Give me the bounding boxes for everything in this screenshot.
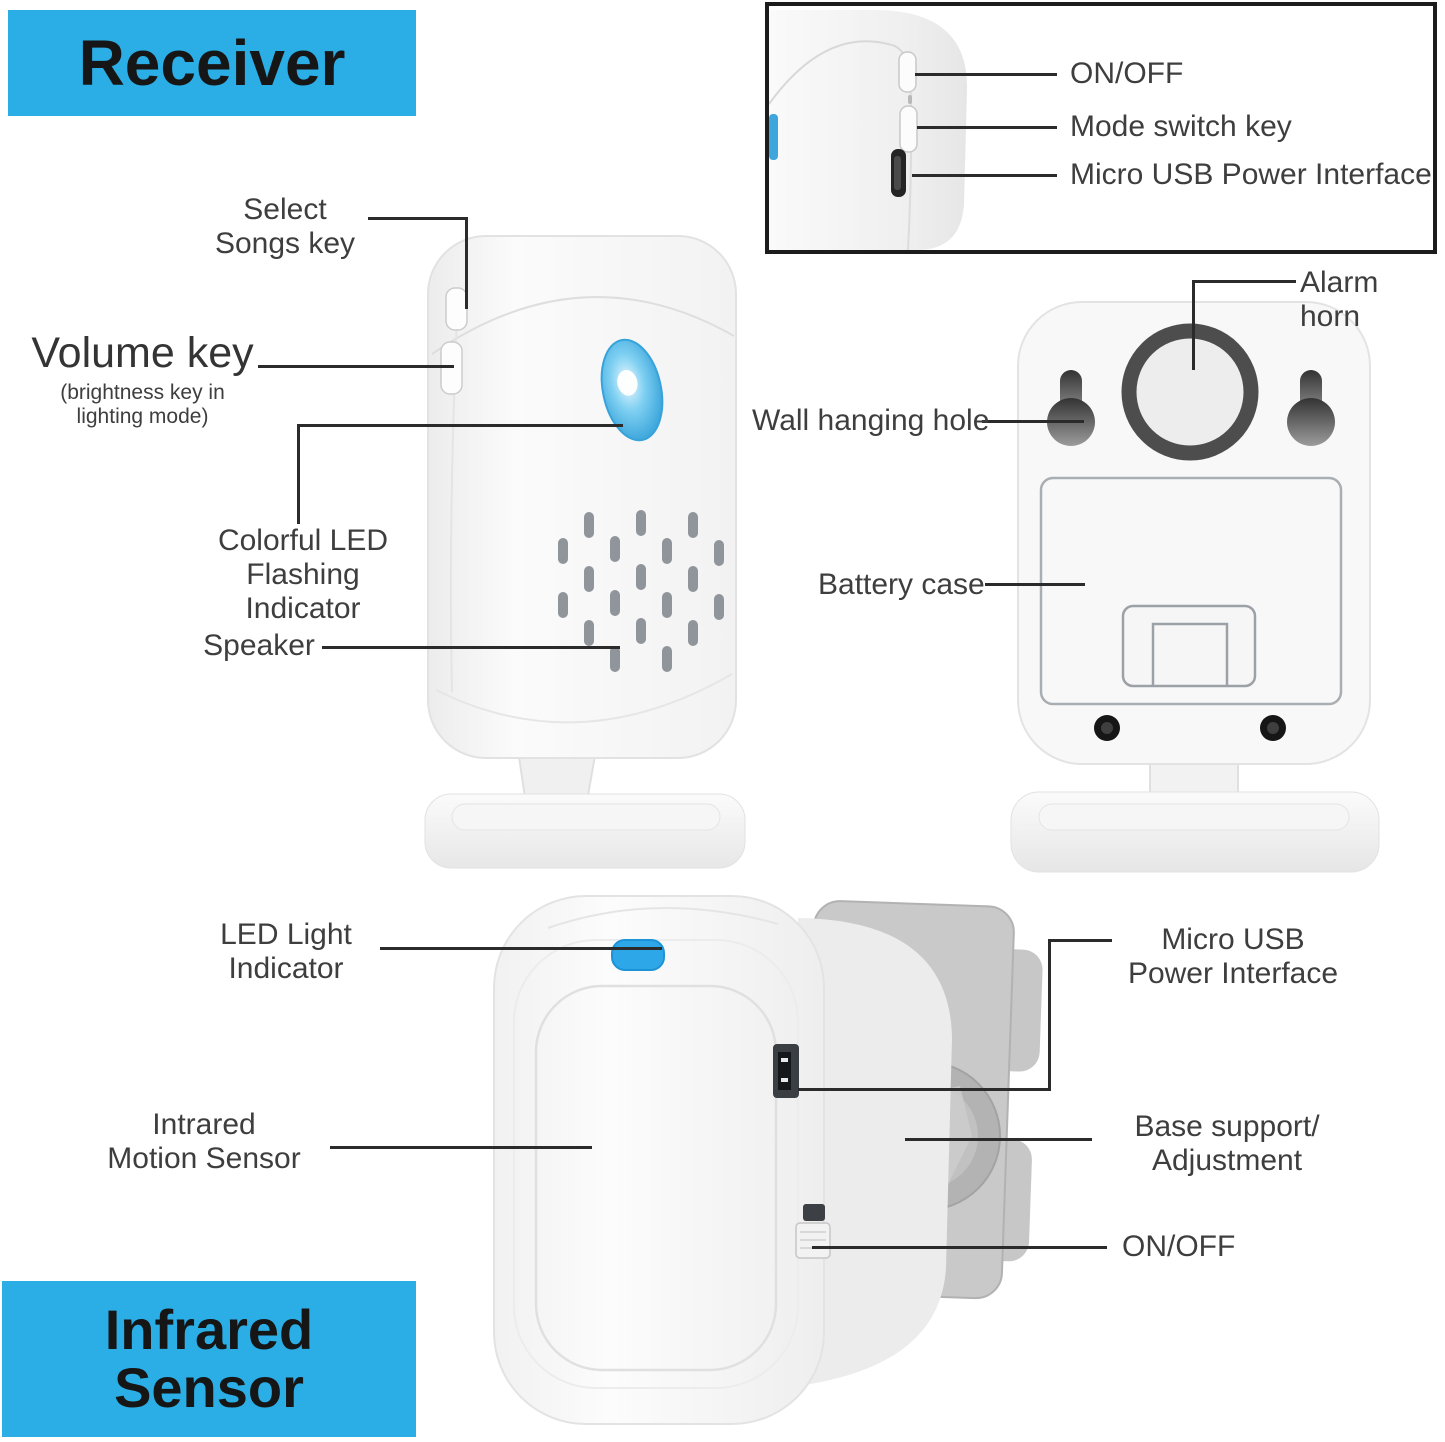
receiver-front-bottom-seam: [435, 673, 733, 724]
label-led-light-indicator: LED Light Indicator: [220, 918, 352, 985]
side-view-led-edge: [769, 114, 778, 160]
sensor-inner-seam: [534, 984, 778, 1372]
infrared-sensor-illustration: [493, 895, 1043, 1425]
pointer-line-usb-sensor-h1: [1048, 939, 1112, 942]
receiver-heading: Receiver: [8, 10, 416, 116]
pointer-line-alarm-horn-v: [1192, 280, 1195, 370]
pointer-line-select-songs-v: [465, 217, 468, 309]
label-motion-sensor: Intrared Motion Sensor: [107, 1108, 301, 1175]
side-view-usb-slot: [894, 156, 901, 190]
label-select-songs-key: Select Songs key: [214, 193, 356, 260]
pointer-line-onoff-sensor: [812, 1246, 1107, 1249]
label-mode-switch: Mode switch key: [1070, 110, 1292, 143]
infrared-heading-line1: Infrared: [104, 1297, 314, 1361]
label-onoff-sensor: ON/OFF: [1122, 1230, 1236, 1263]
select-songs-key: [445, 287, 468, 331]
pointer-line-usb-sensor-v: [1048, 939, 1051, 1091]
stand-tab: [1121, 604, 1257, 688]
pointer-line-mode-switch: [917, 126, 1057, 129]
label-battery-case: Battery case: [818, 568, 985, 601]
label-base-support: Base support/ Adjustment: [1134, 1110, 1320, 1177]
side-view-mode-button: [899, 105, 918, 153]
side-view-body: [769, 10, 968, 250]
sensor-crest-seam: [547, 907, 779, 929]
pointer-line-alarm-horn-h: [1192, 280, 1296, 283]
volume-key: [440, 341, 463, 395]
pointer-line-speaker: [322, 646, 620, 649]
sensor-led-indicator: [611, 939, 665, 971]
colorful-led-indicator: [600, 338, 664, 442]
pointer-line-motion-sensor: [330, 1146, 592, 1149]
battery-case-outline: [1039, 476, 1343, 706]
label-onoff-inset: ON/OFF: [1070, 57, 1184, 90]
stand-tab-cutout: [1151, 622, 1229, 686]
infrared-sensor-heading: Infrared Sensor: [2, 1281, 416, 1437]
pointer-line-volume-key: [258, 365, 454, 368]
sensor-usb-port: [773, 1044, 799, 1098]
alarm-horn: [1121, 323, 1259, 461]
receiver-front-body: [427, 235, 737, 759]
pointer-line-colorful-led-v: [297, 424, 300, 524]
receiver-heading-text: Receiver: [78, 26, 346, 99]
label-micro-usb-sensor: Micro USB Power Interface: [1127, 923, 1339, 990]
receiver-front-top-seam: [431, 296, 735, 355]
label-colorful-led: Colorful LED Flashing Indicator: [217, 524, 389, 625]
pointer-line-battery-case: [985, 583, 1085, 586]
label-alarm-horn: Alarm horn: [1300, 266, 1379, 333]
pointer-line-wall-hole: [982, 420, 1084, 423]
pointer-line-micro-usb-inset: [912, 174, 1057, 177]
screw-left: [1094, 715, 1120, 741]
sensor-front-body: [493, 895, 825, 1425]
pointer-line-led-light: [380, 947, 662, 950]
label-speaker: Speaker: [203, 629, 315, 662]
sensor-side-face: [798, 918, 952, 1386]
label-wall-hanging-hole: Wall hanging hole: [752, 404, 990, 437]
wall-hanging-hole-right: [1287, 370, 1335, 446]
pointer-line-colorful-led-h: [297, 424, 623, 427]
label-volume-key: Volume key (brightness key in lighting m…: [31, 329, 254, 428]
side-view-inset-panel: [765, 2, 1437, 254]
side-view-onoff-button: [898, 51, 917, 93]
infrared-heading-line2: Sensor: [114, 1356, 304, 1419]
receiver-back-illustration: [1010, 301, 1380, 873]
receiver-front-illustration: [424, 235, 746, 869]
pointer-line-base-support: [905, 1138, 1092, 1141]
receiver-stand-base-top: [451, 803, 721, 831]
sensor-power-switch: [795, 1204, 831, 1259]
screw-right: [1260, 715, 1286, 741]
label-micro-usb-inset: Micro USB Power Interface: [1070, 158, 1432, 191]
pointer-line-onoff-inset: [915, 73, 1057, 76]
speaker-grille: [558, 510, 724, 672]
side-view-divider-dot: [908, 95, 912, 104]
receiver-side-view-illustration: [769, 10, 968, 250]
pointer-line-usb-sensor-h2: [798, 1088, 1051, 1091]
receiver-back-stand-base-top: [1038, 803, 1350, 831]
pointer-line-select-songs-h: [368, 217, 468, 220]
